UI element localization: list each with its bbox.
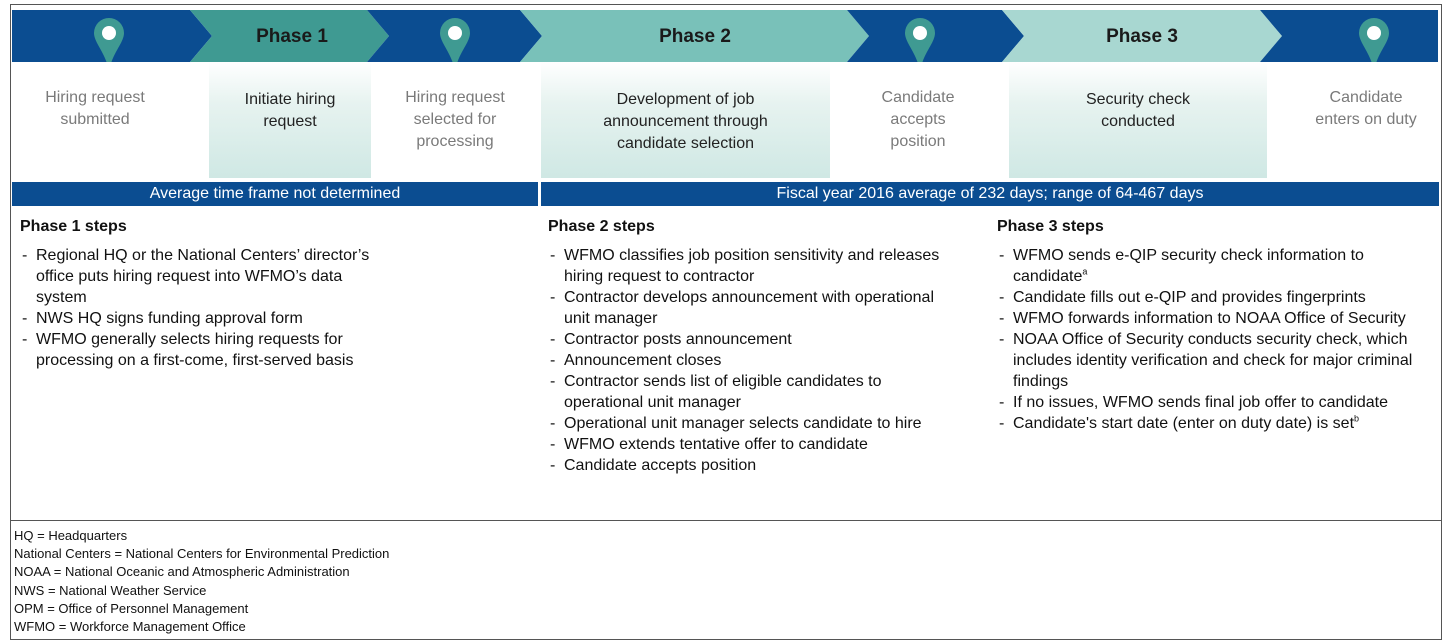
list-item: WFMO generally selects hiring requests f… — [20, 329, 380, 371]
list-item: Contractor develops announcement with op… — [548, 287, 948, 329]
phase-2-steps-title: Phase 2 steps — [548, 218, 655, 235]
phase-1-label: Phase 1 — [256, 26, 328, 47]
list-item: WFMO classifies job position sensitivity… — [548, 245, 948, 287]
list-item: Contractor sends list of eligible candid… — [548, 371, 948, 413]
legend-divider — [11, 520, 1441, 521]
phase-3-chevron — [1002, 10, 1282, 62]
phase-2-label: Phase 2 — [659, 26, 731, 47]
map-pin-icon — [905, 18, 935, 62]
phase-2-steps-list: WFMO classifies job position sensitivity… — [548, 245, 948, 476]
legend-item: NWS = National Weather Service — [14, 582, 207, 598]
footnote-mark-b: b — [1354, 413, 1360, 424]
legend-item: WFMO = Workforce Management Office — [14, 619, 246, 635]
milestone-candidate-enters-on-duty: Candidate enters on duty — [1315, 89, 1417, 128]
phase-3-steps-title: Phase 3 steps — [997, 218, 1104, 235]
map-pin-icon — [440, 18, 470, 62]
phase-3-steps: Phase 3 steps WFMO sends e-QIP security … — [997, 216, 1429, 434]
phase-2-chevron — [520, 10, 869, 62]
legend-item: NOAA = National Oceanic and Atmospheric … — [14, 564, 350, 580]
phase-3-steps-list: WFMO sends e-QIP security check informat… — [997, 245, 1429, 434]
milestone-chevron-4 — [1260, 10, 1438, 62]
phase-1-steps-list: Regional HQ or the National Centers’ dir… — [20, 245, 380, 371]
list-item: If no issues, WFMO sends final job offer… — [997, 392, 1429, 413]
phase-1-steps-title: Phase 1 steps — [20, 218, 127, 235]
list-item: WFMO sends e-QIP security check informat… — [997, 245, 1429, 287]
milestone-candidate-accepts: Candidate accepts position — [881, 89, 955, 150]
phase-3-label: Phase 3 — [1106, 26, 1178, 47]
abbreviations-legend: HQ = Headquarters National Centers = Nat… — [14, 527, 389, 636]
phase-1-box: Initiate hiring request — [209, 62, 371, 178]
list-item: NOAA Office of Security conducts securit… — [997, 329, 1429, 392]
phase-2-steps: Phase 2 steps WFMO classifies job positi… — [548, 216, 948, 476]
phase-3-box: Security check conducted — [1009, 62, 1267, 178]
diagram-frame — [10, 4, 1442, 640]
phase-2-box: Development of job announcement through … — [541, 62, 830, 178]
phase-1-steps: Phase 1 steps Regional HQ or the Nationa… — [20, 216, 380, 371]
phase-2-3-timeframe-bar: Fiscal year 2016 average of 232 days; ra… — [541, 182, 1439, 206]
list-item: Operational unit manager selects candida… — [548, 413, 948, 434]
legend-item: HQ = Headquarters — [14, 528, 128, 543]
legend-item: OPM = Office of Personnel Management — [14, 600, 249, 616]
footnote-mark-a: a — [1082, 266, 1088, 277]
milestone-hiring-request-submitted: Hiring request submitted — [45, 89, 145, 128]
process-band: Phase 1 Phase 2 Phase 3 — [12, 10, 1438, 62]
list-item: Regional HQ or the National Centers’ dir… — [20, 245, 380, 308]
phase-1-chevron — [190, 10, 389, 62]
list-item: Contractor posts announcement — [548, 329, 948, 350]
list-item: Candidate accepts position — [548, 455, 948, 476]
phase-1-timeframe-bar: Average time frame not determined — [12, 182, 538, 206]
map-pin-icon — [94, 18, 124, 62]
list-item: WFMO forwards information to NOAA Office… — [997, 308, 1429, 329]
list-item: NWS HQ signs funding approval form — [20, 308, 380, 329]
legend-item: National Centers = National Centers for … — [14, 546, 390, 562]
milestone-hiring-request-selected: Hiring request selected for processing — [405, 89, 505, 150]
milestone-chevron-3 — [847, 10, 1024, 62]
list-item: Candidate's start date (enter on duty da… — [997, 413, 1429, 434]
map-pin-icon — [1359, 18, 1389, 62]
list-item: Announcement closes — [548, 350, 948, 371]
list-item: WFMO extends tentative offer to candidat… — [548, 434, 948, 455]
list-item: Candidate fills out e-QIP and provides f… — [997, 287, 1429, 308]
